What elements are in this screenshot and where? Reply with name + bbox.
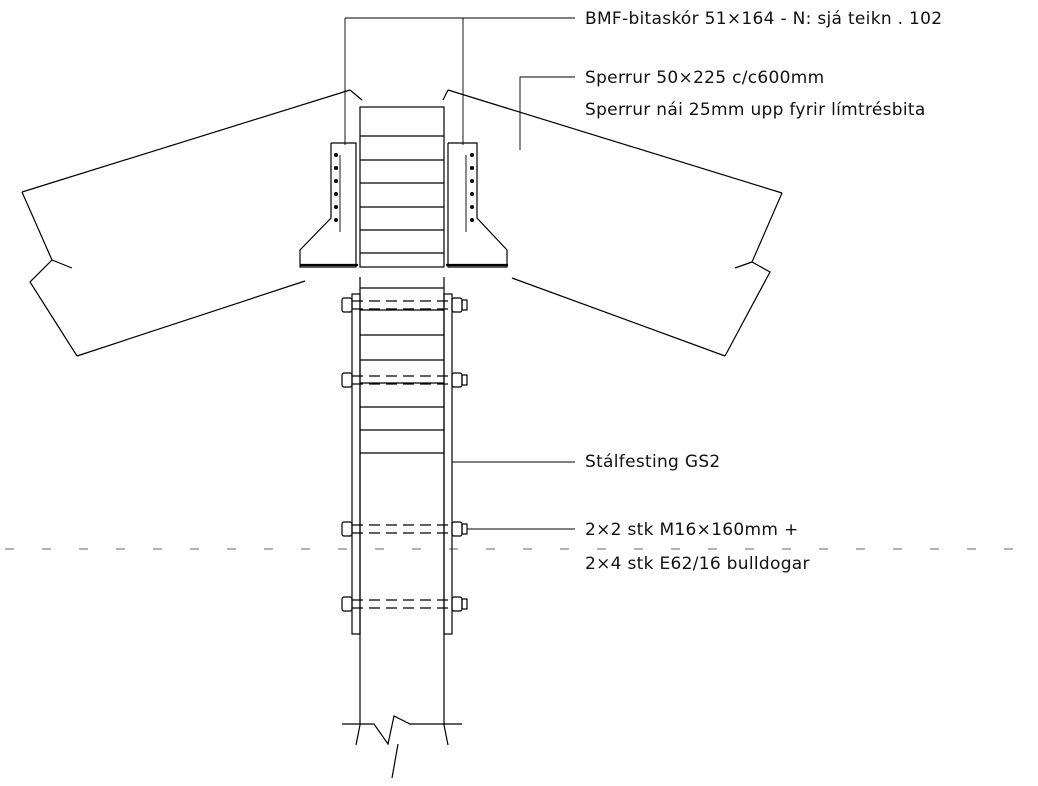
steel-fitting-label: Stálfesting GS2 xyxy=(585,452,721,472)
right-bracket-shoe xyxy=(446,142,508,268)
bolts-spec-label: 2×2 stk M16×160mm + xyxy=(585,520,799,540)
steel-side-plates xyxy=(351,293,453,635)
bulldog-spec-label: 2×4 stk E62/16 bulldogar xyxy=(585,554,810,574)
bolt-2 xyxy=(341,372,468,388)
rafter-spec-label: Sperrur 50×225 c/c600mm xyxy=(585,68,825,88)
left-rafter xyxy=(21,89,363,357)
bracket-shoe-leader xyxy=(344,17,575,145)
glulam-beam-upper xyxy=(359,106,445,268)
bracket-shoe-label: BMF-bitaskór 51×164 - N: sjá teikn . 102 xyxy=(585,9,942,29)
bolt-1 xyxy=(341,297,468,313)
rafter-leader xyxy=(519,76,575,150)
rafter-note-label: Sperrur nái 25mm upp fyrir límtrésbita xyxy=(585,100,926,120)
bolt-3 xyxy=(341,521,468,537)
right-rafter xyxy=(442,89,783,357)
left-bracket-shoe xyxy=(299,142,358,268)
bolt-4 xyxy=(341,596,468,612)
